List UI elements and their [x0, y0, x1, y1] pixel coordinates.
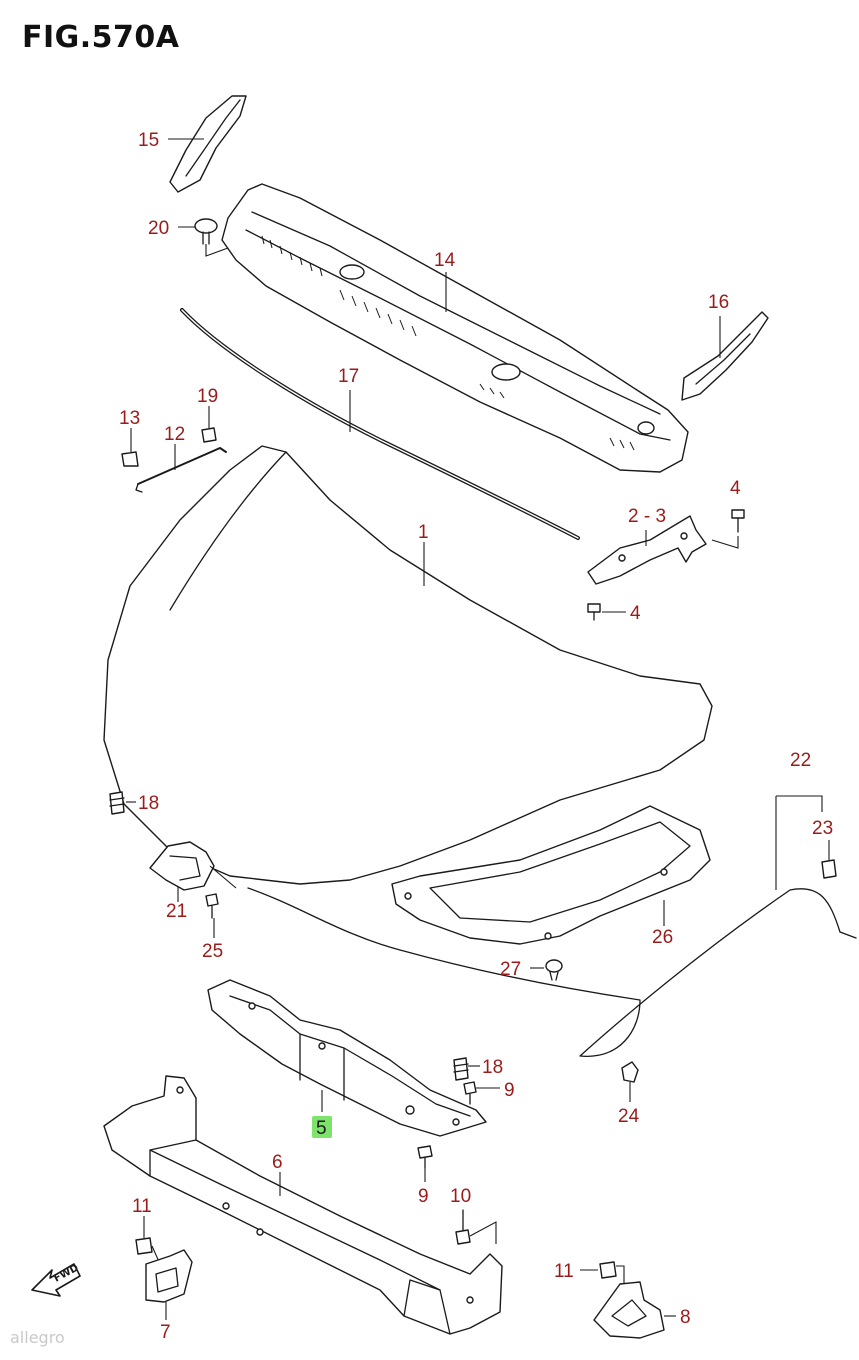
part-19-grommet[interactable]: [201, 406, 217, 443]
callout-23[interactable]: 23: [812, 818, 833, 839]
cowl-vent-slots: [261, 235, 635, 451]
callout-9-lower[interactable]: 9: [418, 1186, 429, 1207]
callout-7[interactable]: 7: [160, 1322, 171, 1343]
part-4-bolt-lower[interactable]: [587, 603, 626, 621]
callout-22[interactable]: 22: [790, 750, 811, 771]
callout-18-lower[interactable]: 18: [482, 1057, 503, 1078]
callout-24[interactable]: 24: [618, 1106, 640, 1127]
part-7-bracket-left[interactable]: [145, 1249, 193, 1320]
part-27-clip[interactable]: [530, 959, 563, 981]
part-26-hood-insulator[interactable]: [391, 805, 711, 945]
leader-4a: [711, 536, 739, 549]
figure-title: FIG.570A: [22, 20, 180, 55]
callout-9-upper[interactable]: 9: [504, 1080, 515, 1101]
part-23-cable-clip[interactable]: [821, 840, 837, 879]
watermark: allegro: [10, 1328, 65, 1347]
part-16-pillar-trim[interactable]: [681, 311, 769, 401]
callout-11-left[interactable]: 11: [132, 1196, 152, 1217]
part-20-clip[interactable]: [178, 218, 229, 257]
part-14-cowl-panel[interactable]: [221, 183, 689, 473]
leader-11b-b: [616, 1265, 625, 1284]
part-5-lock-support-member[interactable]: [207, 979, 487, 1137]
callout-5[interactable]: 5: [316, 1118, 327, 1139]
callout-15[interactable]: 15: [138, 130, 159, 151]
leader-21b: [209, 865, 237, 889]
callout-17[interactable]: 17: [338, 366, 359, 387]
part-25-latch-bolt[interactable]: [205, 893, 219, 938]
callout-21[interactable]: 21: [166, 901, 187, 922]
callout-2-3[interactable]: 2 - 3: [628, 506, 666, 527]
callout-19[interactable]: 19: [197, 386, 218, 407]
callout-10[interactable]: 10: [450, 1186, 471, 1207]
callout-4-lower[interactable]: 4: [630, 603, 641, 624]
part-8-bracket-right[interactable]: [593, 1281, 676, 1339]
callout-12[interactable]: 12: [164, 424, 185, 445]
callout-14[interactable]: 14: [434, 250, 456, 271]
part-18-bumper-lower[interactable]: [453, 1057, 480, 1081]
callout-27[interactable]: 27: [500, 959, 521, 980]
callout-6[interactable]: 6: [272, 1152, 283, 1173]
part-4-bolt-upper[interactable]: [711, 509, 745, 549]
part-22-release-cable[interactable]: [247, 795, 857, 1057]
leader-20b: [205, 244, 229, 257]
callout-13[interactable]: 13: [119, 408, 140, 429]
part-11-nut-right[interactable]: [580, 1261, 625, 1284]
part-21-hood-latch[interactable]: [149, 841, 237, 902]
leader-10: [469, 1221, 497, 1244]
callout-25[interactable]: 25: [202, 941, 223, 962]
part-6-bumper-reinforcement[interactable]: [103, 1075, 503, 1335]
callout-8[interactable]: 8: [680, 1307, 691, 1328]
part-24-cable-clamp[interactable]: [621, 1061, 639, 1102]
part-2-3-hood-hinge[interactable]: [587, 515, 707, 585]
part-12-hood-stay-rod[interactable]: [135, 444, 227, 493]
part-1-hood-panel[interactable]: [103, 445, 713, 885]
callout-1[interactable]: 1: [418, 522, 429, 543]
part-13-stay-holder[interactable]: [121, 428, 139, 467]
callout-11-right[interactable]: 11: [554, 1261, 574, 1282]
leader-22: [775, 795, 823, 890]
fwd-direction-arrow: FWD: [31, 1263, 81, 1297]
part-17-hood-seal[interactable]: [180, 308, 580, 540]
callout-16[interactable]: 16: [708, 292, 729, 313]
part-5-highlight: [312, 1116, 332, 1138]
callout-18-upper[interactable]: 18: [138, 793, 159, 814]
part-9-bolt-lower[interactable]: [417, 1145, 433, 1182]
callout-20[interactable]: 20: [148, 218, 169, 239]
part-9-bolt-upper[interactable]: [463, 1081, 500, 1105]
callout-4-upper[interactable]: 4: [730, 478, 741, 499]
part-10-bolt[interactable]: [455, 1209, 497, 1245]
part-11-nut-left[interactable]: [135, 1216, 168, 1265]
callout-labels: 15 20 14 16 17 13 19 12 1 4 2 - 3 4 22 1…: [119, 130, 833, 1343]
part-15-pillar-trim[interactable]: [168, 95, 247, 193]
callout-26[interactable]: 26: [652, 927, 673, 948]
part-18-hood-bumper[interactable]: [109, 791, 136, 815]
